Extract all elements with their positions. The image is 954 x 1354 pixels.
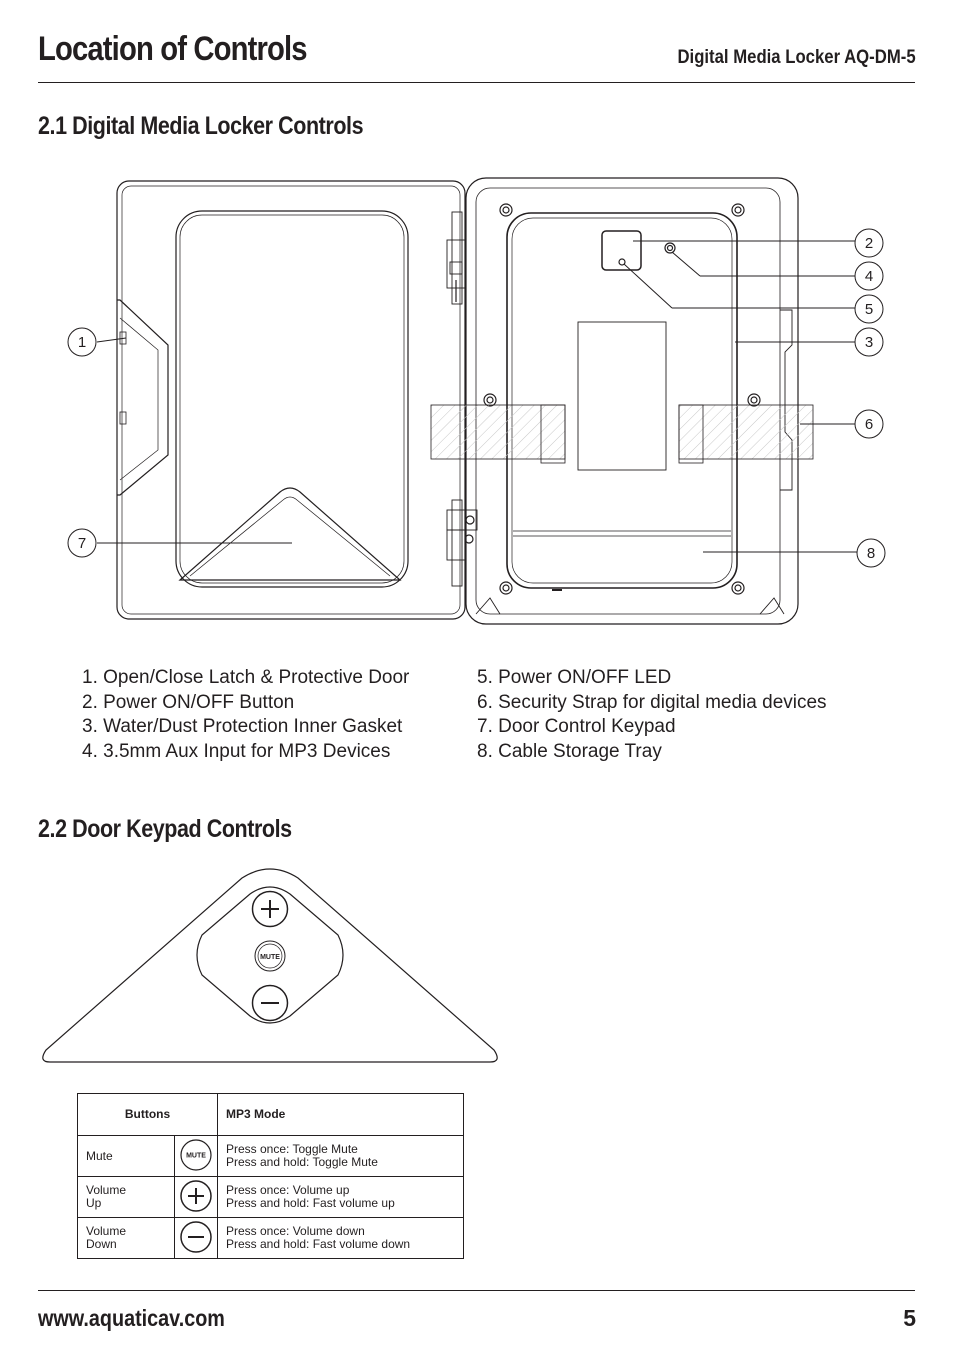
legend-item: 5. Power ON/OFF LED	[477, 667, 672, 688]
model-name: Digital Media Locker AQ-DM-5	[677, 47, 916, 68]
screw-holes	[483, 203, 761, 595]
mute-icon-cell: MUTE	[174, 1135, 218, 1177]
table-header-mp3-mode: MP3 Mode	[217, 1093, 464, 1136]
button-description: Press once: Volume down Press and hold: …	[217, 1217, 464, 1259]
plus-icon	[251, 890, 289, 928]
svg-text:8: 8	[867, 545, 875, 562]
callout-3: 3	[854, 327, 884, 357]
table-row: Volume Down Press once: Volume down Pres…	[77, 1217, 464, 1259]
keypad-triangle	[42, 868, 498, 1063]
plus-icon-cell	[174, 1176, 218, 1218]
svg-text:5: 5	[865, 301, 873, 318]
door-keypad-outline	[178, 487, 402, 581]
minus-icon-cell	[174, 1217, 218, 1259]
legend-item: 3. Water/Dust Protection Inner Gasket	[82, 716, 403, 737]
minus-icon	[251, 984, 289, 1022]
button-name: Mute	[77, 1135, 175, 1177]
svg-text:1: 1	[78, 334, 86, 351]
footer-rule	[38, 1290, 915, 1291]
table-row: Volume Up Press once: Volume up Press an…	[77, 1176, 464, 1218]
keypad-diagram: MUTE	[42, 868, 498, 1063]
latch-outline	[117, 299, 169, 496]
legend-item: 8. Cable Storage Tray	[477, 740, 662, 762]
button-name: Volume Down	[77, 1217, 175, 1259]
aux-input	[664, 242, 676, 254]
locker-diagram: 1 2 4 5 3 6 7 8	[67, 177, 886, 625]
section-title-locker-controls: 2.1 Digital Media Locker Controls	[38, 112, 364, 140]
header-rule	[38, 82, 915, 83]
legend-item: 7. Door Control Keypad	[477, 716, 676, 737]
callouts: 1 2 4 5 3 6 7 8	[67, 228, 886, 568]
button-name: Volume Up	[77, 1176, 175, 1218]
callout-4: 4	[854, 261, 884, 291]
legend-item: 6. Security Strap for digital media devi…	[477, 691, 827, 713]
protective-door-outline	[116, 180, 466, 620]
svg-text:7: 7	[78, 535, 86, 552]
power-button	[601, 230, 642, 271]
legend-right: 5. Power ON/OFF LED 6. Security Strap fo…	[477, 666, 827, 764]
table-header-row: Buttons MP3 Mode	[77, 1093, 464, 1136]
legend-item: 4. 3.5mm Aux Input for MP3 Devices	[82, 740, 391, 762]
callout-2: 2	[854, 228, 884, 258]
legend-item: 1. Open/Close Latch & Protective Door	[82, 667, 410, 688]
page-number: 5	[903, 1305, 916, 1331]
callout-5: 5	[854, 294, 884, 324]
plus-icon	[180, 1179, 212, 1212]
hinge-top	[451, 211, 463, 305]
callout-leaders	[96, 240, 857, 553]
hinge-bottom	[451, 499, 463, 587]
keypad-controls-table: Buttons MP3 Mode Mute MUTE Press once: T…	[77, 1093, 464, 1259]
svg-text:4: 4	[865, 268, 873, 285]
section-title-keypad-controls: 2.2 Door Keypad Controls	[38, 815, 292, 843]
mute-icon	[254, 940, 286, 972]
callout-8: 8	[856, 538, 886, 568]
svg-text:3: 3	[865, 334, 873, 351]
table-row: Mute MUTE Press once: Toggle Mute Press …	[77, 1135, 464, 1177]
footer-url[interactable]: www.aquaticav.com	[38, 1305, 225, 1331]
svg-text:2: 2	[865, 235, 873, 252]
keypad-mute-label: MUTE	[260, 954, 280, 961]
callout-1: 1	[67, 327, 97, 357]
legend-item: 2. Power ON/OFF Button	[82, 691, 295, 713]
media-device	[577, 321, 667, 471]
button-description: Press once: Volume up Press and hold: Fa…	[217, 1176, 464, 1218]
minus-icon	[180, 1220, 212, 1253]
svg-text:6: 6	[865, 416, 873, 433]
legend-left: 1. Open/Close Latch & Protective Door 2.…	[82, 666, 409, 764]
door-window	[175, 210, 409, 588]
callout-7: 7	[67, 528, 97, 558]
inner-gasket	[506, 212, 738, 589]
button-description: Press once: Toggle Mute Press and hold: …	[217, 1135, 464, 1177]
power-led	[618, 258, 626, 266]
table-header-buttons: Buttons	[77, 1093, 218, 1136]
page-title: Location of Controls	[38, 30, 308, 68]
security-strap	[430, 404, 814, 464]
mute-icon: MUTE	[180, 1138, 212, 1171]
callout-6: 6	[854, 409, 884, 439]
keypad-diamond	[196, 886, 344, 1024]
svg-text:MUTE: MUTE	[186, 1152, 206, 1159]
